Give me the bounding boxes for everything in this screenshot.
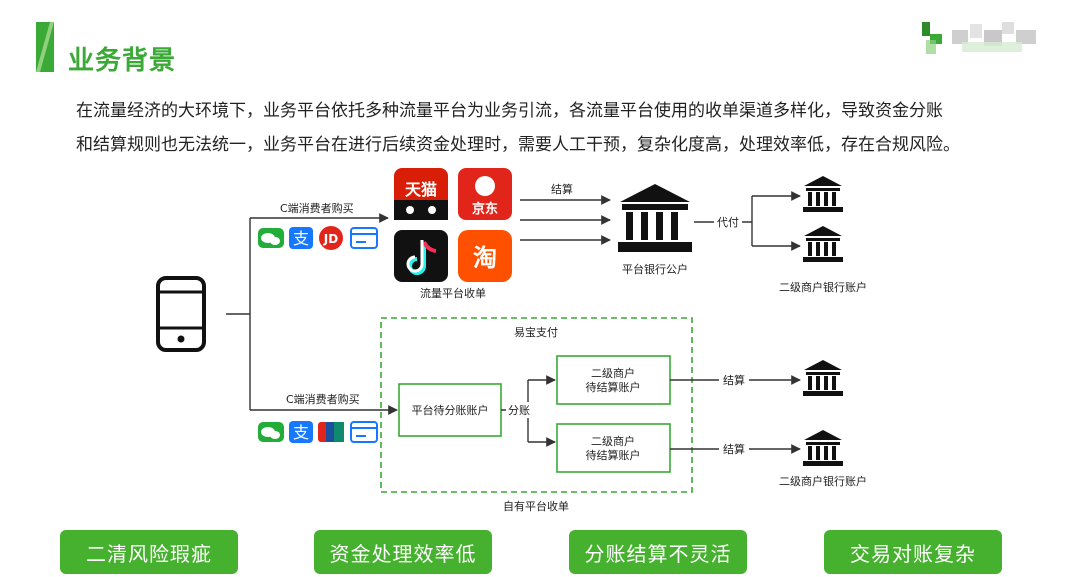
intro-line-1: 在流量经济的大环境下，业务平台依托多种流量平台为业务引流，各流量平台使用的收单渠… (76, 101, 943, 121)
merchant-bank-caption-bottom: 二级商户银行账户 (779, 474, 867, 488)
bottom-consumer-label: C端消费者购买 (286, 392, 360, 406)
merchant-settlement-box-2 (556, 423, 671, 473)
svg-text:淘: 淘 (473, 244, 497, 272)
svg-text:JD: JD (323, 232, 338, 246)
taobao-icon: 淘 (458, 230, 512, 282)
jd-pay-icon: JD (319, 226, 343, 250)
own-platform-caption: 自有平台收单 (503, 499, 569, 513)
svg-text:支: 支 (293, 229, 309, 248)
merchant-bank-icon (803, 226, 843, 262)
bank-caption: 平台银行公户 (622, 262, 688, 276)
split-label: 分账 (508, 404, 530, 417)
intro-paragraph: 在流量经济的大环境下，业务平台依托多种流量平台为业务引流，各流量平台使用的收单渠… (76, 94, 1036, 162)
merchant-bank-icon (803, 176, 843, 212)
svg-text:支: 支 (293, 423, 309, 442)
yeepay-group (380, 317, 693, 493)
page-title: 业务背景 (68, 46, 177, 76)
jd-icon: 京东 (458, 168, 512, 220)
wechat-pay-icon (258, 422, 284, 442)
split-settlement-button[interactable]: 分账结算不灵活 (569, 530, 747, 574)
merchant-box-2-line1: 二级商户 (591, 434, 635, 448)
svg-text:天猫: 天猫 (405, 180, 437, 199)
title-accent-bar (36, 22, 54, 72)
settle-label-bottom-1: 结算 (723, 373, 745, 387)
brand-logo (922, 22, 1036, 54)
merchant-bank-caption-top: 二级商户银行账户 (779, 280, 867, 294)
top-consumer-label: C端消费者购买 (280, 201, 354, 215)
settle-label-top: 结算 (551, 182, 573, 196)
yeepay-group-title: 易宝支付 (514, 325, 558, 339)
alipay-icon: 支 (289, 421, 313, 443)
reconciliation-button[interactable]: 交易对账复杂 (824, 530, 1002, 574)
merchant-settlement-box-1 (556, 355, 671, 405)
svg-text:京东: 京东 (472, 201, 498, 217)
phone-icon (156, 276, 206, 352)
unionpay-icon (318, 422, 344, 442)
merchant-box-1-line2: 待结算账户 (586, 380, 641, 394)
bank-card-icon (350, 227, 378, 249)
intro-line-2: 和结算规则也无法统一，业务平台在进行后续资金处理时，需要人工干预，复杂化度高，处… (76, 135, 960, 155)
risk-button[interactable]: 二清风险瑕疵 (60, 530, 238, 574)
pending-account-box (398, 383, 502, 437)
efficiency-button[interactable]: 资金处理效率低 (314, 530, 492, 574)
pending-account-label: 平台待分账账户 (412, 403, 489, 417)
merchant-box-2-line2: 待结算账户 (586, 448, 641, 462)
bank-icon (618, 184, 692, 252)
wechat-pay-icon (258, 228, 284, 248)
settle-label-bottom-2: 结算 (723, 442, 745, 456)
merchant-bank-icon (803, 360, 843, 396)
payout-label: 代付 (717, 216, 739, 229)
alipay-icon: 支 (289, 227, 313, 249)
tmall-icon: 天猫 (394, 168, 448, 220)
douyin-icon (394, 230, 448, 282)
merchant-bank-icon (803, 430, 843, 466)
platforms-caption: 流量平台收单 (420, 286, 486, 300)
bank-card-icon (350, 421, 378, 443)
merchant-box-1-line1: 二级商户 (591, 366, 635, 380)
